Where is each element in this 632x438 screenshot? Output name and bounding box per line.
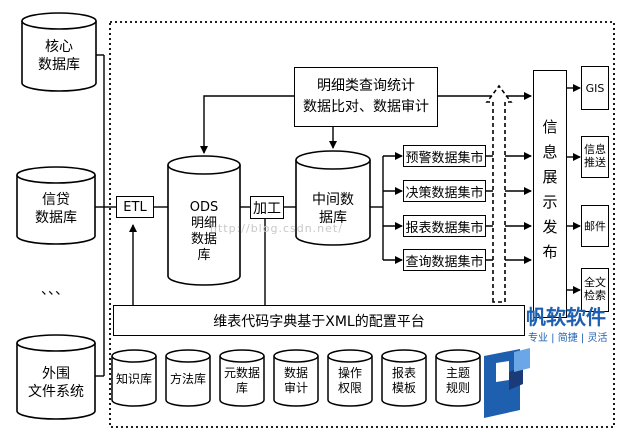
logo-mark — [484, 348, 530, 418]
bottom-db-audit: 数据审计 — [283, 366, 308, 395]
stats-to-ods-arrow — [200, 95, 294, 154]
output-search: 全文检索 — [581, 268, 609, 312]
bottom-cylinder-cap — [273, 349, 319, 363]
system-boundary — [109, 21, 615, 428]
middle-db-label: 中间数据库 — [312, 192, 354, 226]
source-ellipsis: 、、、 — [41, 282, 69, 298]
bottom-cylinder-cap — [165, 349, 211, 363]
bottom-db-template: 报表模板 — [391, 366, 416, 395]
bottom-db-method: 方法库 — [169, 372, 206, 386]
source-cylinders — [16, 12, 97, 420]
middle-db-cylinder — [295, 150, 371, 246]
bottom-cylinder-cap — [327, 349, 373, 363]
bottom-cylinder — [381, 356, 427, 407]
output-push: 信息推送 — [581, 136, 609, 178]
ods-cylinder — [167, 155, 241, 286]
mart-decision: 决策数据集市 — [403, 180, 486, 202]
upward-hollow-arrow — [485, 84, 513, 303]
bottom-cylinder — [327, 356, 373, 407]
logo-slogan: 专业 | 简捷 | 灵活 — [528, 333, 608, 344]
bottom-cylinder — [165, 356, 211, 407]
etl-box: ETL — [116, 196, 154, 218]
config-platform: 维表代码字典基于XML的配置平台 — [113, 305, 525, 336]
bottom-cylinder — [219, 356, 265, 407]
bottom-cylinder-cap — [381, 349, 427, 363]
mart-report: 报表数据集市 — [403, 215, 486, 237]
bottom-db-metadata: 元数据库 — [223, 366, 260, 395]
source-cylinder-core — [21, 21, 97, 92]
publish-box: 信息展示发布 — [533, 70, 567, 318]
stats-box: 明细类查询统计数据比对、数据审计 — [294, 67, 438, 127]
watermark-url: http://blog.csdn.net/ — [210, 222, 343, 235]
bottom-db-rules: 主题规则 — [445, 366, 470, 395]
logo-name: 帆软软件 — [526, 305, 606, 329]
publish-to-output-arrows — [567, 84, 581, 294]
source-cylinder-external — [16, 343, 96, 420]
bottom-cylinder — [111, 356, 157, 407]
output-mail: 邮件 — [581, 205, 609, 247]
bottom-db-permission: 操作权限 — [337, 366, 362, 395]
bottom-db-knowledge: 知识库 — [115, 372, 152, 386]
bottom-cylinders — [111, 349, 481, 407]
source-cylinder-credit — [16, 175, 96, 245]
mart-connectors — [370, 152, 403, 264]
bottom-cylinder-cap — [219, 349, 265, 363]
bottom-cylinder-cap — [435, 349, 481, 363]
bottom-cylinder — [435, 356, 481, 407]
mart-warning: 预警数据集市 — [403, 145, 486, 167]
source-credit-label: 信贷数据库 — [35, 192, 77, 226]
bottom-cylinder-cap — [111, 349, 157, 363]
source-core-label: 核心数据库 — [38, 39, 80, 73]
source-external-label: 外围文件系统 — [28, 366, 84, 400]
bottom-cylinder — [273, 356, 319, 407]
output-gis: GIS — [581, 66, 609, 110]
process-box: 加工 — [250, 196, 284, 219]
source-connectors — [95, 54, 116, 377]
mart-query: 查询数据集市 — [403, 249, 486, 271]
